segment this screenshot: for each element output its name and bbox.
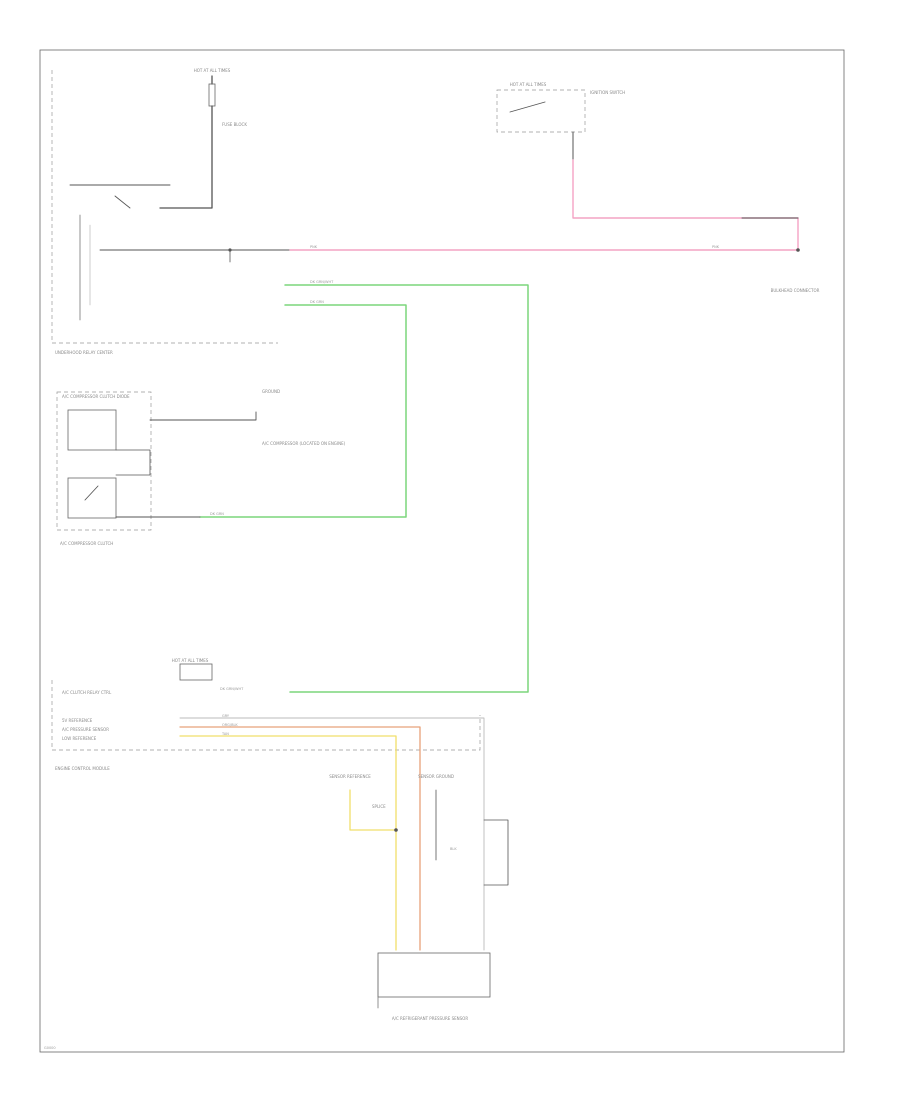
splice-note: SPLICE (372, 804, 386, 809)
ecm-fuse (179, 663, 213, 681)
ground-label: GROUND (262, 389, 280, 394)
relay-switch-contact (114, 195, 131, 209)
ref-code: G0000 (44, 1046, 56, 1050)
ecm-signal-label: A/C PRESSURE SENSOR (62, 727, 109, 732)
wire-label-dk-grn-2: DK GRN (210, 512, 224, 516)
splice-right (796, 248, 800, 252)
orange-signal-wire (179, 726, 421, 951)
wire-label-dk-grn-wht-1: DK GRN/WHT (310, 280, 334, 284)
pressure-sensor-box (377, 952, 491, 998)
ecm-label: ENGINE CONTROL MODULE (55, 766, 110, 771)
gray-ref-wire (179, 717, 485, 951)
ecm-outline (51, 680, 481, 751)
ecm-low-ref-label: LOW REFERENCE (62, 736, 97, 741)
clutch-box (67, 477, 117, 519)
ecm-relay-ctrl-label: A/C CLUTCH RELAY CTRL (62, 690, 112, 695)
wire-label-dk-grn-wht-2: DK GRN/WHT (220, 687, 244, 691)
bulkhead-label: BULKHEAD CONNECTOR (771, 288, 820, 293)
diode-wire (115, 449, 151, 476)
ignition-switch-contact (509, 101, 546, 113)
pink-wire-ignition (572, 159, 799, 251)
underhood-relay-center-label: UNDERHOOD RELAY CENTER (55, 350, 113, 355)
yellow-low-ref-wire (179, 735, 397, 951)
wire-label-org-blk: ORG/BLK (222, 723, 238, 727)
ignition-switch-outline (496, 89, 586, 133)
diagram-frame (39, 49, 845, 1053)
sensor-left-label: SENSOR REFERENCE (329, 774, 371, 779)
ecm-ref-label: 5V REFERENCE (62, 718, 93, 723)
yellow-splice-wire (349, 789, 397, 831)
fuse-block-label: FUSE BLOCK (222, 122, 247, 127)
ground-wire (149, 411, 257, 421)
splice-yellow (394, 828, 398, 832)
ignition-switch-label: IGNITION SWITCH (590, 90, 625, 95)
wire-label-gry: GRY (222, 714, 230, 718)
underhood-relay-center-outline (51, 70, 278, 344)
wire-label-pnk-1: PNK (310, 245, 318, 249)
fuse-top (208, 83, 216, 107)
wire-label-tan: TAN (221, 732, 229, 736)
compressor-diode-label: A/C COMPRESSOR CLUTCH DIODE (62, 394, 130, 399)
black-wire-fuse-to-relay (159, 105, 213, 209)
diode-box (67, 409, 117, 451)
sensor-right-label: SENSOR GROUND (418, 774, 454, 779)
hot-at-all-times-top-label: HOT AT ALL TIMES (194, 68, 231, 73)
green-wire-relay-ctrl (284, 284, 529, 693)
hot-in-run-label: HOT AT ALL TIMES (510, 82, 547, 87)
wire-label-dk-grn-1: DK GRN (310, 300, 324, 304)
wire-label-blk: BLK (450, 847, 457, 851)
clutch-symbol (84, 485, 99, 501)
compressor-clutch-label: A/C COMPRESSOR CLUTCH (60, 541, 113, 546)
compressor-outline (56, 391, 152, 531)
ground-loop (483, 819, 509, 886)
compressor-note: A/C COMPRESSOR (LOCATED ON ENGINE) (262, 441, 346, 446)
pressure-sensor-label: A/C REFRIGERANT PRESSURE SENSOR (392, 1016, 468, 1021)
wire-label-pnk-2: PNK (712, 245, 720, 249)
green-wire-compressor (199, 304, 407, 518)
hot-at-all-ecm-label: HOT AT ALL TIMES (172, 658, 209, 663)
